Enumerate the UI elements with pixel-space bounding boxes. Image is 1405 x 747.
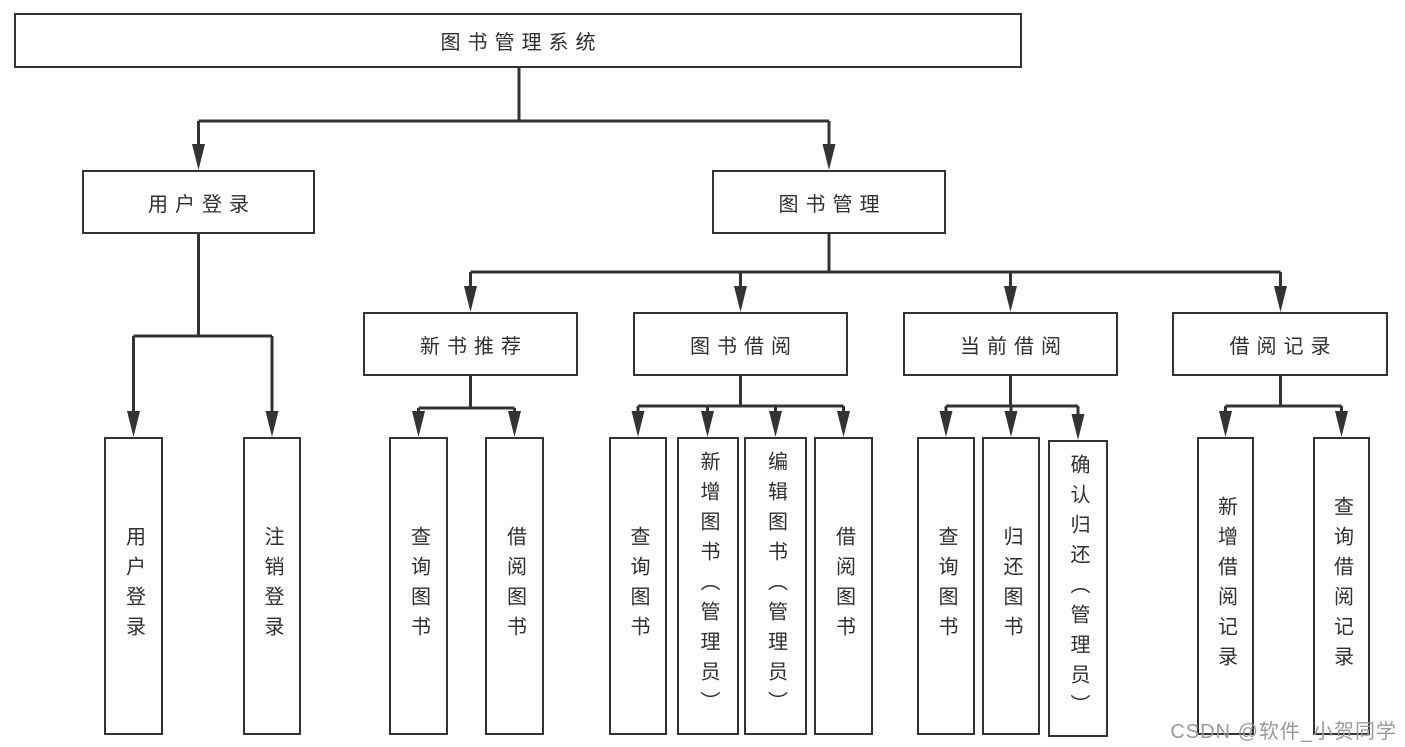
node-book-borrowing: 图书借阅 [633, 312, 848, 376]
leaf-add-books-admin-label: 新增图书（管理员） [697, 451, 719, 721]
arrow-down-icon [734, 286, 747, 312]
leaf-query-books-current-label: 查询图书 [935, 526, 957, 646]
leaf-return-books-label: 归还图书 [1000, 526, 1022, 646]
leaf-logout-login: 注销登录 [243, 437, 301, 735]
connector-user-login-to-leaves [127, 234, 279, 437]
arrow-down-icon [631, 411, 645, 437]
leaf-query-books-recommend-label: 查询图书 [407, 526, 430, 646]
arrow-down-icon [1004, 286, 1017, 312]
node-new-book-recommend-label: 新书推荐 [420, 335, 528, 358]
node-book-management-label: 图书管理 [778, 193, 887, 216]
leaf-confirm-return-admin-label: 确认归还（管理员） [1067, 453, 1089, 724]
leaf-query-books-borrow: 查询图书 [609, 437, 667, 735]
arrow-down-icon [1071, 414, 1085, 440]
leaf-query-books-borrow-label: 查询图书 [627, 526, 649, 646]
leaf-user-login: 用户登录 [104, 437, 163, 735]
node-current-borrowing: 当前借阅 [903, 312, 1118, 376]
connector-book-management-to-groups [464, 234, 1287, 312]
arrow-down-icon [127, 411, 140, 437]
leaf-query-borrow-record-label: 查询借阅记录 [1330, 496, 1353, 676]
arrow-down-icon [265, 411, 279, 437]
arrow-down-icon [508, 411, 521, 437]
arrow-down-icon [192, 144, 205, 170]
connector-new-book-recommend-to-leaves [412, 376, 521, 437]
node-new-book-recommend: 新书推荐 [363, 312, 578, 376]
arrow-down-icon [837, 411, 850, 437]
leaf-borrow-books-label: 借阅图书 [832, 526, 855, 646]
leaf-query-books-recommend: 查询图书 [389, 437, 448, 735]
node-root-label: 图书管理系统 [440, 32, 603, 54]
leaf-confirm-return-admin: 确认归还（管理员） [1048, 440, 1108, 737]
arrow-down-icon [1219, 411, 1232, 437]
node-user-login-label: 用户登录 [148, 193, 256, 216]
arrow-down-icon [769, 411, 782, 437]
leaf-return-books: 归还图书 [982, 437, 1040, 735]
leaf-query-borrow-record: 查询借阅记录 [1313, 437, 1370, 735]
connector-borrowing-records-to-leaves [1219, 376, 1348, 437]
node-book-borrowing-label: 图书借阅 [690, 335, 798, 358]
node-current-borrowing-label: 当前借阅 [960, 335, 1068, 358]
leaf-edit-books-admin-label: 编辑图书（管理员） [764, 451, 787, 721]
leaf-user-login-label: 用户登录 [122, 526, 145, 646]
arrow-down-icon [701, 411, 714, 437]
csdn-watermark: CSDN @软件_小贺同学 [1170, 721, 1397, 743]
leaf-edit-books-admin: 编辑图书（管理员） [744, 437, 807, 735]
arrow-down-icon [1274, 286, 1287, 312]
arrow-down-icon [939, 411, 953, 437]
node-user-login: 用户登录 [82, 170, 315, 234]
leaf-borrow-books-recommend: 借阅图书 [485, 437, 544, 735]
connector-root-to-level2 [192, 68, 836, 170]
leaf-add-borrow-record-label: 新增借阅记录 [1214, 496, 1237, 676]
node-book-management: 图书管理 [712, 170, 946, 234]
arrow-down-icon [1004, 411, 1018, 437]
leaf-add-books-admin: 新增图书（管理员） [677, 437, 739, 735]
connector-current-borrowing-to-leaves [939, 376, 1085, 440]
arrow-down-icon [1335, 411, 1348, 437]
arrow-down-icon [822, 144, 836, 170]
arrow-down-icon [412, 411, 425, 437]
leaf-borrow-books: 借阅图书 [814, 437, 873, 735]
node-borrowing-records: 借阅记录 [1172, 312, 1388, 376]
arrow-down-icon [464, 286, 477, 312]
leaf-add-borrow-record: 新增借阅记录 [1197, 437, 1254, 735]
leaf-borrow-books-recommend-label: 借阅图书 [503, 526, 526, 646]
node-root: 图书管理系统 [14, 13, 1022, 68]
node-borrowing-records-label: 借阅记录 [1229, 335, 1338, 358]
connector-book-borrowing-to-leaves [631, 376, 850, 437]
leaf-logout-login-label: 注销登录 [261, 526, 283, 646]
leaf-query-books-current: 查询图书 [917, 437, 975, 735]
